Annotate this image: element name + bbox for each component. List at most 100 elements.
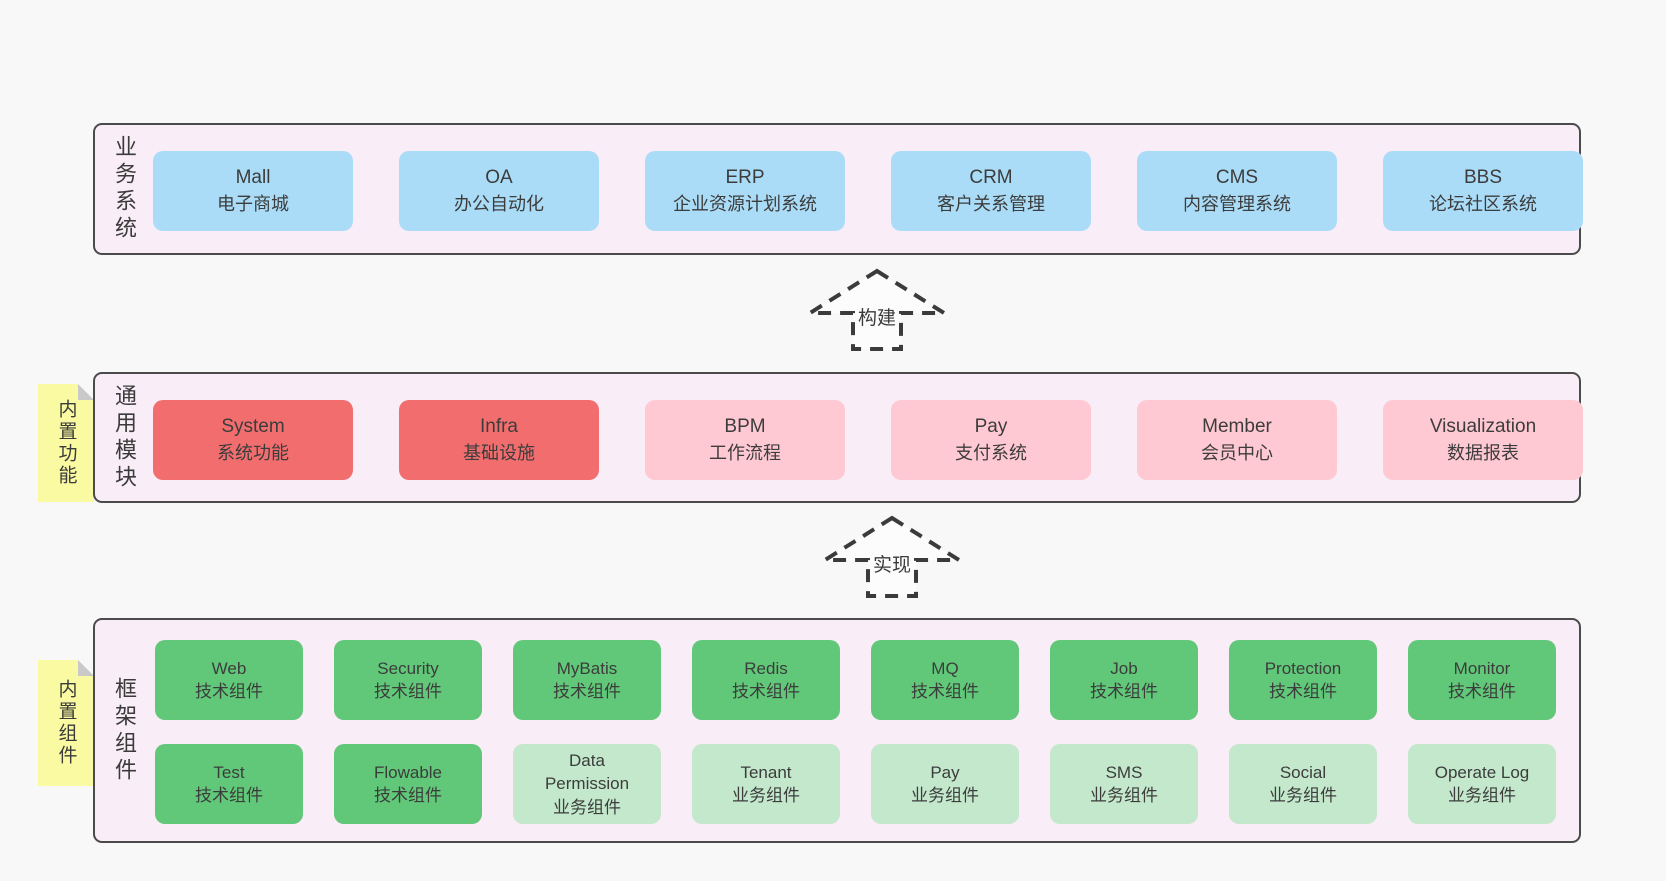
box-subtitle: 技术组件 [374,682,442,701]
box-subtitle: 技术组件 [374,786,442,805]
box-redis: Redis 技术组件 [692,640,840,720]
box-pay-module: Pay 支付系统 [891,400,1091,480]
box-title: Protection [1264,658,1342,678]
box-title: System [221,416,285,438]
box-subtitle: 办公自动化 [454,193,544,214]
box-erp: ERP 企业资源计划系统 [645,151,845,231]
sticky-note-built-in-features: 内置功能 [38,384,94,502]
box-operate-log: Operate Log 业务组件 [1408,744,1556,824]
box-sms: SMS 业务组件 [1050,744,1198,824]
box-bpm: BPM 工作流程 [645,400,845,480]
box-monitor: Monitor 技术组件 [1408,640,1556,720]
box-title: Security [377,658,439,678]
box-title: Member [1202,416,1272,438]
box-subtitle: 基础设施 [463,442,535,463]
box-subtitle: 工作流程 [709,442,781,463]
box-subtitle: 技术组件 [732,682,800,701]
box-title: Job [1110,658,1138,678]
box-web: Web 技术组件 [155,640,303,720]
band-label-framework-components: 框架组件 [112,676,137,785]
box-mybatis: MyBatis 技术组件 [513,640,661,720]
box-title: Web [211,658,247,678]
box-infra: Infra 基础设施 [399,400,599,480]
box-subtitle: 企业资源计划系统 [673,193,817,214]
box-title: BBS [1463,167,1503,189]
box-title: BPM [724,416,766,438]
note-fold-corner-icon [78,660,94,676]
box-subtitle: 会员中心 [1201,442,1273,463]
build-arrow: 构建 [806,268,948,352]
sticky-note-built-in-components: 内置组件 [38,660,94,786]
band-label-common-modules: 通用模块 [112,383,137,492]
box-subtitle: 数据报表 [1447,442,1519,463]
build-arrow-label: 构建 [854,302,900,331]
box-subtitle: 技术组件 [911,682,979,701]
box-title: Flowable [373,762,443,782]
box-subtitle: 技术组件 [1269,682,1337,701]
sticky-note-label: 内置功能 [55,399,77,487]
box-subtitle: 业务组件 [1448,786,1516,805]
implement-arrow-label: 实现 [869,549,915,578]
box-subtitle: 业务组件 [1269,786,1337,805]
box-subtitle: 技术组件 [1448,682,1516,701]
box-title: ERP [725,167,765,189]
box-security: Security 技术组件 [334,640,482,720]
band-common-modules: 通用模块 System 系统功能 Infra 基础设施 BPM 工作流程 Pay… [93,372,1583,503]
box-member: Member 会员中心 [1137,400,1337,480]
box-title: Redis [744,658,788,678]
box-subtitle: 业务组件 [553,797,621,817]
box-title: CMS [1215,167,1259,189]
note-fold-corner-icon [78,384,94,400]
box-title: SMS [1105,762,1143,782]
box-subtitle: 技术组件 [195,786,263,805]
box-visualization: Visualization 数据报表 [1383,400,1583,480]
box-title: Tenant [740,762,792,782]
box-pay-component: Pay 业务组件 [871,744,1019,824]
band-label-business-systems: 业务系统 [112,135,137,243]
box-subtitle: 技术组件 [195,682,263,701]
box-cms: CMS 内容管理系统 [1137,151,1337,231]
implement-arrow: 实现 [821,515,963,599]
box-title: Monitor [1453,658,1511,678]
box-subtitle: 业务组件 [911,786,979,805]
box-title: Pay [930,762,960,782]
box-subtitle: 业务组件 [732,786,800,805]
box-subtitle: 业务组件 [1090,786,1158,805]
box-title: OA [485,167,513,189]
box-subtitle: 客户关系管理 [937,193,1045,214]
box-social: Social 业务组件 [1229,744,1377,824]
box-title: MyBatis [556,658,618,678]
box-subtitle: 论坛社区系统 [1429,193,1537,214]
box-title: Mall [235,167,271,189]
box-subtitle: 技术组件 [1090,682,1158,701]
box-title: Visualization [1429,416,1537,438]
box-subtitle: 系统功能 [217,442,289,463]
box-title: Operate Log [1434,762,1530,782]
box-data-permission: Data Permission 业务组件 [513,744,661,824]
box-crm: CRM 客户关系管理 [891,151,1091,231]
box-title: Social [1279,762,1327,782]
box-system: System 系统功能 [153,400,353,480]
box-protection: Protection 技术组件 [1229,640,1377,720]
box-tenant: Tenant 业务组件 [692,744,840,824]
box-mq: MQ 技术组件 [871,640,1019,720]
box-test: Test 技术组件 [155,744,303,824]
box-oa: OA 办公自动化 [399,151,599,231]
box-subtitle: 电子商城 [217,193,289,214]
box-title: Data Permission [544,750,630,794]
box-job: Job 技术组件 [1050,640,1198,720]
box-subtitle: 技术组件 [553,682,621,701]
box-title: Pay [974,416,1008,438]
box-bbs: BBS 论坛社区系统 [1383,151,1583,231]
box-subtitle: 内容管理系统 [1183,193,1291,214]
sticky-note-label: 内置组件 [55,679,77,767]
box-title: Test [213,762,245,782]
box-subtitle: 支付系统 [955,442,1027,463]
box-title: CRM [969,167,1013,189]
box-title: Infra [479,416,519,438]
box-mall: Mall 电子商城 [153,151,353,231]
box-flowable: Flowable 技术组件 [334,744,482,824]
band-framework-components: 框架组件 Web 技术组件 Security 技术组件 MyBatis 技术组件… [93,618,1581,843]
band-business-systems: 业务系统 Mall 电子商城 OA 办公自动化 ERP 企业资源计划系统 CRM… [93,123,1583,255]
